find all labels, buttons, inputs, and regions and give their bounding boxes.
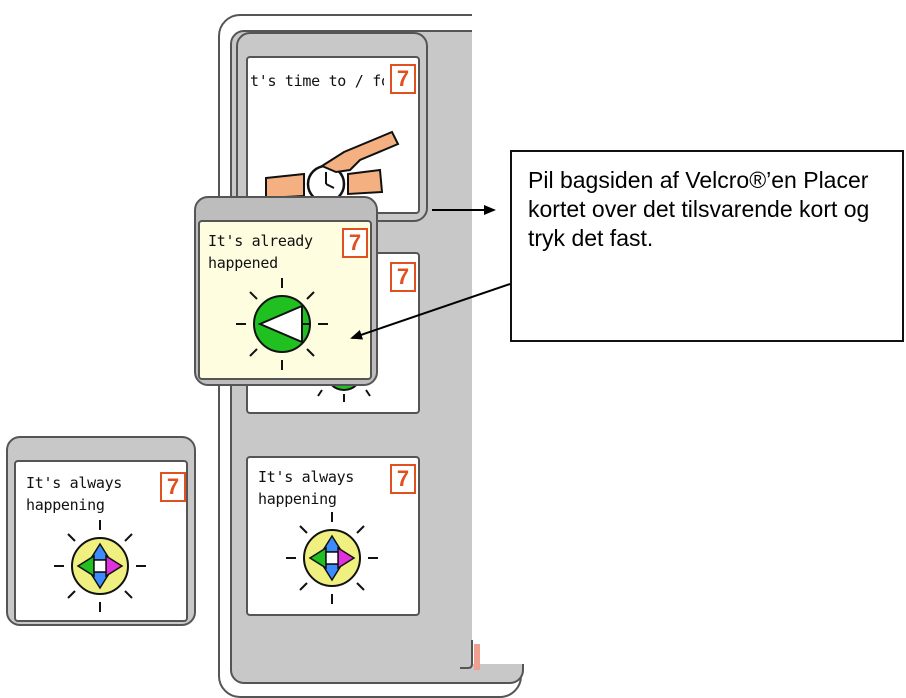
- arrow-to-moving-card: [350, 283, 511, 340]
- hidden-card-number: 7: [390, 262, 416, 292]
- left-card-number: 7: [160, 472, 186, 502]
- sun-cross-icon: [286, 512, 378, 604]
- sun-cross-icon: [54, 520, 146, 612]
- top-card-label: t's time to / for: [250, 72, 384, 90]
- left-card-label: It's always happening: [26, 474, 123, 514]
- left-card[interactable]: It's always happening 7: [14, 460, 188, 622]
- board-bottom-card-number: 7: [390, 464, 416, 494]
- instruction-text: Pil bagsiden af Velcro®’en Placer kortet…: [528, 167, 870, 251]
- board-bottom-card[interactable]: It's always happening 7: [246, 456, 420, 616]
- moving-card-label: It's already happened: [208, 232, 313, 272]
- watch-icon: [265, 130, 400, 204]
- moving-card[interactable]: It's already happened 7: [198, 220, 372, 380]
- moving-card-number: 7: [342, 228, 368, 258]
- instruction-callout: Pil bagsiden af Velcro®’en Placer kortet…: [510, 150, 904, 342]
- sun-arrow-icon: [236, 278, 328, 370]
- board-bottom-card-label: It's always happening: [258, 468, 355, 508]
- top-card[interactable]: t's time to / for 7: [246, 56, 420, 214]
- top-card-number: 7: [390, 64, 416, 94]
- arrows-layer: [350, 205, 511, 340]
